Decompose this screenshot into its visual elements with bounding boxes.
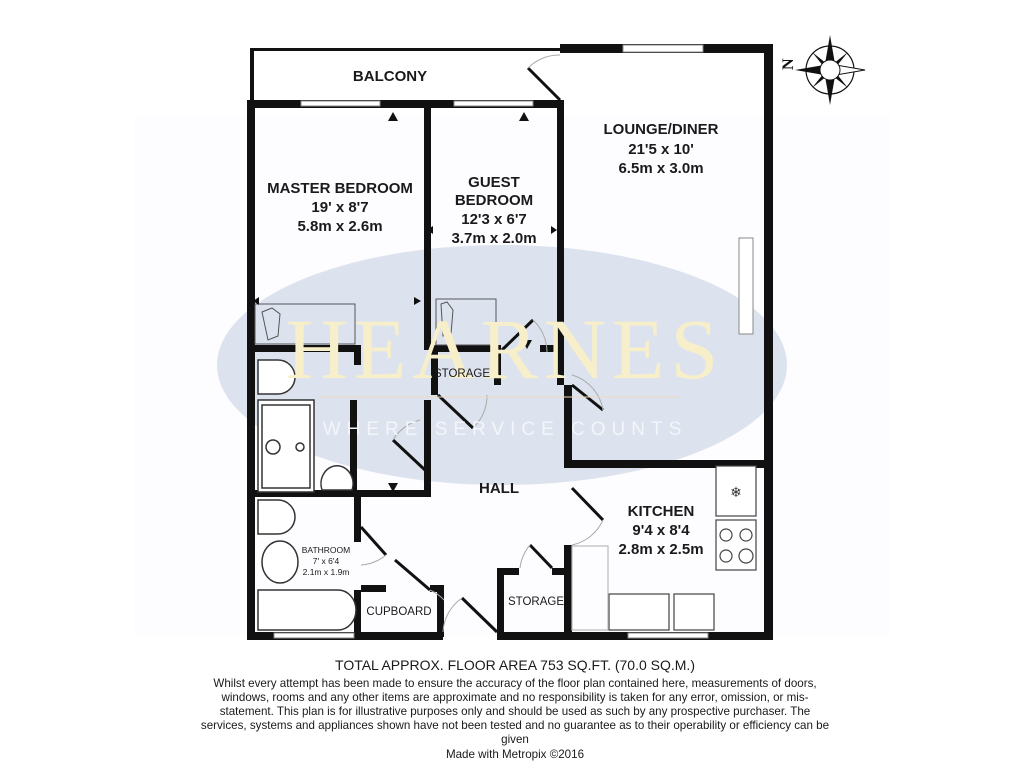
storage-upper-label: STORAGE — [434, 368, 490, 380]
door-arcs — [360, 54, 604, 633]
wardrobes — [254, 298, 497, 346]
compass-icon — [795, 35, 866, 105]
compass-north-label: N — [780, 58, 797, 70]
hall-label: HALL — [479, 480, 519, 497]
doors — [359, 66, 605, 634]
windows — [273, 44, 754, 639]
lounge-metric: 6.5m x 3.0m — [618, 160, 703, 177]
master-bedroom-name: MASTER BEDROOM — [267, 180, 413, 197]
balcony-label: BALCONY — [353, 68, 427, 85]
watermark-tagline: WHERE SERVICE COUNTS — [323, 419, 688, 440]
credit-text: Made with Metropix ©2016 — [445, 748, 585, 761]
guest-bedroom-imperial: 12'3 x 6'7 — [461, 211, 527, 228]
kitchen-fixtures — [571, 465, 757, 631]
disclaimer-text: Whilst every attempt has been made to en… — [200, 677, 830, 746]
freezer-icon: ❄ — [730, 484, 742, 500]
guest-bedroom-name-2: BEDROOM — [455, 192, 533, 209]
lounge-name: LOUNGE/DINER — [603, 121, 718, 138]
storage-lower-label: STORAGE — [508, 596, 564, 608]
bathroom-imperial: 7' x 6'4 — [313, 556, 340, 566]
watermark-brand: HEARNES — [286, 301, 725, 397]
bathroom-fixtures — [257, 359, 357, 631]
bathroom-name: BATHROOM — [302, 545, 350, 555]
cupboard-label: CUPBOARD — [366, 606, 431, 618]
total-floor-area: TOTAL APPROX. FLOOR AREA 753 SQ.FT. (70.… — [335, 657, 695, 673]
bathroom-metric: 2.1m x 1.9m — [303, 567, 350, 577]
watermark-ellipse — [217, 245, 787, 485]
kitchen-name: KITCHEN — [628, 503, 695, 520]
master-bedroom-metric: 5.8m x 2.6m — [297, 218, 382, 235]
guest-bedroom-metric: 3.7m x 2.0m — [451, 230, 536, 247]
guest-bedroom-name-1: GUEST — [468, 174, 520, 191]
arrows — [253, 112, 557, 492]
lounge-imperial: 21'5 x 10' — [628, 141, 694, 158]
kitchen-metric: 2.8m x 2.5m — [618, 541, 703, 558]
master-bedroom-imperial: 19' x 8'7 — [311, 199, 368, 216]
kitchen-imperial: 9'4 x 8'4 — [632, 522, 690, 539]
